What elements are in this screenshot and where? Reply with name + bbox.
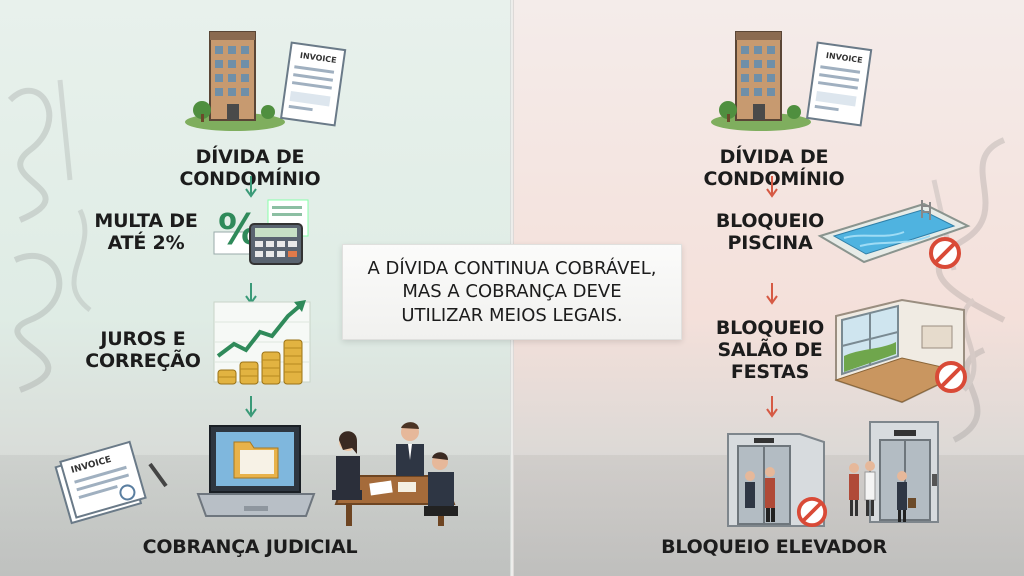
invoice-stack-icon: INVOICE: [54, 440, 168, 525]
pool-icon: [817, 200, 971, 264]
arrow-down-icon: [245, 176, 257, 198]
no-entry-icon: [796, 496, 828, 528]
right-step-2-label: BLOQUEIO PISCINA: [715, 210, 825, 254]
laptop-folder-icon: [196, 425, 316, 517]
left-step-4-label: COBRANÇA JUDICIAL: [142, 536, 358, 558]
elevator-icon: [849, 421, 939, 523]
arrow-down-icon: [766, 176, 778, 198]
no-entry-icon: [935, 361, 967, 393]
graffiti-left-icon: [7, 79, 92, 393]
arrow-down-icon: [245, 396, 257, 418]
arrow-down-icon: [766, 283, 778, 305]
building-icon: [185, 31, 285, 131]
no-entry-icon: [929, 237, 961, 269]
calculator-icon: [249, 199, 309, 265]
arrow-down-icon: [766, 396, 778, 418]
meeting-icon: [332, 422, 458, 526]
left-step-2-label: MULTA DE ATÉ 2%: [94, 210, 198, 254]
center-callout: A DÍVIDA CONTINUA COBRÁVEL, MAS A COBRAN…: [342, 244, 682, 340]
right-step-4-label: BLOQUEIO ELEVADOR: [661, 536, 887, 558]
invoice-icon: INVOICE: [279, 41, 347, 127]
coins-icon: [217, 339, 303, 385]
party-hall-icon: [834, 298, 966, 404]
left-step-3-label: JUROS E CORREÇÃO: [85, 328, 201, 372]
building-icon: [711, 31, 811, 131]
elevator-icon: [727, 433, 825, 527]
invoice-icon: INVOICE: [805, 41, 873, 127]
callout-message: A DÍVIDA CONTINUA COBRÁVEL, MAS A COBRAN…: [367, 257, 657, 326]
right-step-3-label: BLOQUEIO SALÃO DE FESTAS: [715, 317, 825, 383]
right-step-1-label: DÍVIDA DE CONDOMÍNIO: [703, 146, 845, 190]
